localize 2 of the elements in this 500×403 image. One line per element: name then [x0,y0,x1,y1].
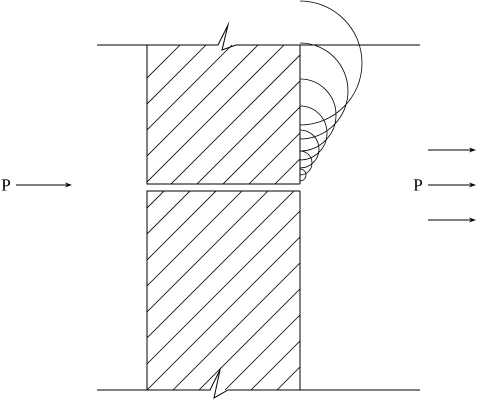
label: P [2,179,10,191]
label: P [414,179,422,191]
